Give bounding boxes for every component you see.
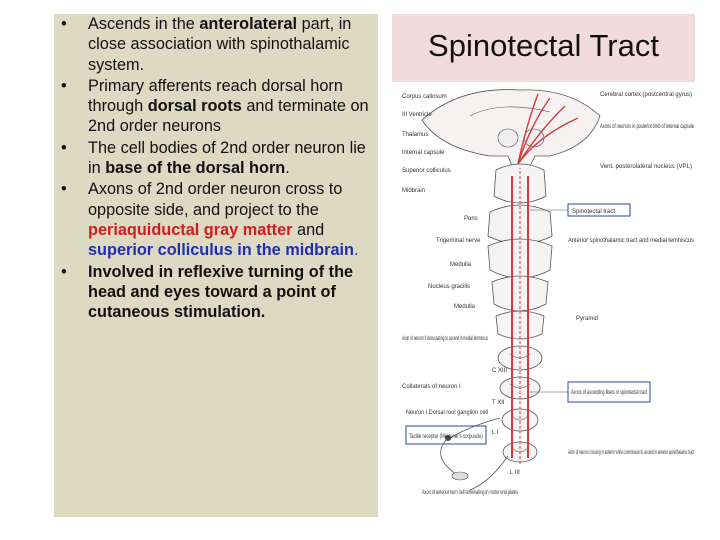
bullet-item: • Primary afferents reach dorsal horn thr… xyxy=(54,76,378,137)
bullet-symbol: • xyxy=(61,76,67,95)
label-cortex: Cerebral cortex (postcentral gyrus) xyxy=(600,92,692,98)
corpus-callosum-shape xyxy=(469,106,551,117)
label-spinotectal: Spinotectal tract xyxy=(572,209,615,215)
label-axon-2nd: Axon of neuron II decussating to ascend … xyxy=(402,336,488,342)
bullet-text-segment: Primary afferents reach dorsal horn thro… xyxy=(88,76,343,116)
label-midbrain: Midbrain xyxy=(402,188,425,194)
segment-label-1: C XIII xyxy=(492,368,507,374)
label-nucleus-gracilis: Nucleus gracilis xyxy=(428,284,470,290)
label-neuron-1: Neuron I Dorsal root ganglion cell xyxy=(406,410,488,416)
bullet-item: • Involved in reflexive turning of the he… xyxy=(54,262,378,323)
meissner-corpuscle xyxy=(451,471,469,481)
label-medulla-2: Medulla xyxy=(454,304,476,310)
bullet-text-segment: . xyxy=(285,159,290,178)
label-anterior-spinothalamic: Anterior spinothalamic tract and medial … xyxy=(568,238,694,244)
bullet-symbol: • xyxy=(61,262,67,281)
slide-title: Spinotectal Tract xyxy=(428,28,659,63)
bullet-item: • Axons of 2nd order neuron cross to oppo… xyxy=(54,179,378,260)
label-internal-capsule: Internal capsule xyxy=(402,150,445,156)
bullet-text-segment: Ascends in the xyxy=(88,15,200,33)
label-ascending-fibers: Axons of ascending fibers in spinotectal… xyxy=(571,390,647,396)
bullet-text-segment: Involved in reflexive turning of the hea… xyxy=(88,262,354,322)
label-ventricle: III Ventricle xyxy=(402,112,432,118)
motor-fiber xyxy=(469,455,509,491)
bullet-text-segment: and xyxy=(292,220,325,239)
segment-label-2: T XII xyxy=(492,400,505,406)
label-thalamus: Thalamus xyxy=(402,132,428,138)
bullet-item: • The cell bodies of 2nd order neuron lie… xyxy=(54,138,378,179)
label-superior-colliculus: Superior colliculus xyxy=(402,168,451,174)
bullet-text-segment: The cell bodies of 2nd order neuron lie … xyxy=(88,138,366,178)
bullet-text-segment: Axons of 2nd order neuron cross to oppos… xyxy=(88,180,343,219)
bullet-text-segment: . xyxy=(353,241,359,260)
bullet-symbol: • xyxy=(61,138,67,157)
bullet-text-segment: dorsal roots xyxy=(147,97,242,116)
diagram-svg: Corpus callosum III Ventricle Thalamus I… xyxy=(402,89,694,496)
medulla-section-2 xyxy=(495,310,545,340)
bullet-text-segment: base of the dorsal horn xyxy=(105,159,286,178)
cerebrum-section xyxy=(421,89,601,167)
bullet-text-segment: and terminate on 2nd order neurons xyxy=(88,97,369,136)
label-axons-neurons: Axons of neurons in posterior limb of in… xyxy=(600,124,694,130)
label-trigeminal: Trigeminal nerve xyxy=(436,238,481,244)
bullet-text-segment: superior colliculus in the midbrain xyxy=(88,241,354,260)
segment-label-4: L III xyxy=(510,470,520,476)
segment-label-3: L I xyxy=(492,430,499,436)
bullet-symbol: • xyxy=(61,15,67,33)
cortex-fiber-3 xyxy=(517,117,579,165)
label-medulla-1: Medulla xyxy=(450,262,472,268)
cortex-fiber-1 xyxy=(517,97,551,165)
label-crossing: Axon of neuron crossing in anterior whit… xyxy=(568,450,694,456)
bullet-text-segment: periaquiductal gray matter xyxy=(88,220,293,239)
bullet-symbol: • xyxy=(61,180,67,199)
label-anterior-horn: Axon of anterior horn cell terminating i… xyxy=(422,490,518,496)
bullet-item: • Ascends in the anterolateral part, in c… xyxy=(54,14,378,75)
label-tactile: Tactile receptor (Meissner's corpuscle) xyxy=(409,434,483,440)
cortex-fiber-4 xyxy=(517,93,539,165)
dorsal-root-fiber xyxy=(449,417,501,439)
peripheral-fiber xyxy=(440,437,457,475)
bullet-panel: • Ascends in the anterolateral part, in c… xyxy=(54,14,378,517)
label-vpl: Vent. posterolateral nucleus (VPL) xyxy=(600,164,692,170)
label-pyramid: Pyramid xyxy=(576,316,598,322)
label-corpus-callosum: Corpus callosum xyxy=(402,94,447,100)
bullet-text-segment: anterolateral xyxy=(199,15,298,33)
title-box: Spinotectal Tract xyxy=(392,14,695,82)
bullet-list: • Ascends in the anterolateral part, in c… xyxy=(54,14,378,323)
label-pons: Pons xyxy=(464,216,478,222)
tactile-receptor-box xyxy=(405,425,487,445)
label-collaterals: Collaterals of neuron I xyxy=(402,384,461,390)
thalamus-left xyxy=(497,128,519,148)
bullet-text-segment: part, in close association with spinotha… xyxy=(88,15,352,74)
spinotectal-tract-diagram: Corpus callosum III Ventricle Thalamus I… xyxy=(400,86,698,502)
